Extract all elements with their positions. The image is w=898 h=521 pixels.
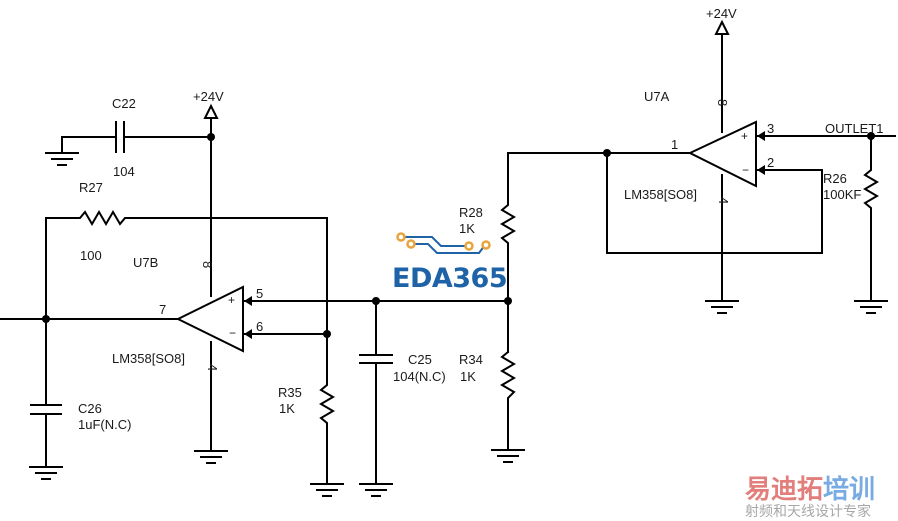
pin-arrow-icon — [244, 296, 252, 306]
opamp-u7b-symbol — [175, 285, 244, 353]
power-label-u7b: +24V — [193, 89, 224, 104]
opamp-u7b-pin-out: 7 — [159, 302, 166, 317]
opamp-u7b-pin-plus: 5 — [256, 286, 263, 301]
resistor-r26 — [863, 135, 879, 302]
pin-arrow-icon — [244, 329, 252, 339]
r35-value-label: 1K — [279, 401, 295, 416]
c25-ref-label: C25 — [408, 352, 432, 367]
c25-value-label: 104(N.C) — [393, 369, 446, 384]
u7b-section: +24V + − C22 104 R27 100 U — [0, 89, 509, 497]
ground-icon — [854, 300, 888, 314]
r34-value-label: 1K — [460, 369, 476, 384]
ground-icon — [29, 466, 63, 480]
watermark-title-red: 易迪拓 — [745, 475, 823, 505]
r27-value-label: 100 — [80, 248, 102, 263]
opamp-u7a-plus-sign: + — [741, 129, 748, 143]
divider-section: R28 1K R34 1K — [459, 149, 691, 463]
pcb-trace-icon — [396, 232, 491, 254]
watermark-title-blue: 培训 — [823, 475, 875, 505]
c26-value-label: 1uF(N.C) — [78, 417, 131, 432]
r28-value-label: 1K — [459, 221, 475, 236]
r26-value-label: 100KF — [823, 187, 861, 202]
net-label-outlet1: OUTLET1 — [825, 121, 884, 136]
junction-dot — [504, 297, 512, 305]
r28-ref-label: R28 — [459, 205, 483, 220]
resistor-r28 — [500, 152, 516, 353]
r35-ref-label: R35 — [278, 385, 302, 400]
opamp-u7b-plus-sign: + — [228, 293, 235, 307]
opamp-u7b-pin-gnd: 4 — [205, 364, 220, 371]
r26-ref-label: R26 — [823, 171, 847, 186]
opamp-u7a-pin-plus: 3 — [767, 121, 774, 136]
c22-ref-label: C22 — [112, 96, 136, 111]
resistor-r35 — [319, 333, 335, 485]
ground-icon — [310, 483, 344, 497]
opamp-u7a-part: LM358[SO8] — [624, 187, 697, 202]
resistor-r34 — [500, 350, 516, 451]
r34-ref-label: R34 — [459, 352, 483, 367]
opamp-u7a-pin-gnd: 4 — [716, 197, 731, 204]
opamp-u7b-pin-minus: 6 — [256, 319, 263, 334]
resistor-r27 — [45, 210, 328, 226]
ground-icon — [705, 300, 739, 314]
power-arrow-icon — [203, 103, 219, 119]
opamp-u7a-pin-out: 1 — [671, 137, 678, 152]
opamp-u7b-pin-vcc: 8 — [200, 261, 215, 268]
eda365-logo-text: EDA365 — [392, 263, 507, 294]
c22-value-label: 104 — [113, 164, 135, 179]
ground-icon — [194, 450, 228, 464]
opamp-u7a-pin-vcc: 8 — [715, 99, 730, 106]
power-label-u7a: +24V — [706, 6, 737, 21]
watermark: 易迪拓 培训 射频和天线设计专家 — [745, 475, 875, 520]
opamp-u7b-part: LM358[SO8] — [112, 351, 185, 366]
power-arrow-icon — [714, 19, 730, 35]
wire-u7a-feedback — [606, 152, 823, 254]
opamp-u7b-minus-sign: − — [229, 326, 236, 340]
u7a-section: +24V + − U7A 8 1 3 2 LM358[SO8] 4 OUTLET… — [606, 6, 896, 314]
opamp-u7a-minus-sign: − — [742, 163, 749, 177]
ground-icon — [359, 483, 393, 497]
c26-ref-label: C26 — [78, 401, 102, 416]
opamp-u7a-ref: U7A — [644, 89, 670, 104]
pin-arrow-icon — [757, 131, 765, 141]
opamp-u7b-ref: U7B — [133, 255, 158, 270]
opamp-u7a-symbol — [687, 120, 757, 188]
ground-icon — [45, 152, 79, 166]
ground-icon — [491, 449, 525, 463]
eda365-logo: EDA365 — [392, 232, 508, 294]
watermark-subtitle: 射频和天线设计专家 — [745, 503, 871, 520]
pin-arrow-icon — [757, 165, 765, 175]
r27-ref-label: R27 — [79, 180, 103, 195]
opamp-u7a-pin-minus: 2 — [767, 155, 774, 170]
